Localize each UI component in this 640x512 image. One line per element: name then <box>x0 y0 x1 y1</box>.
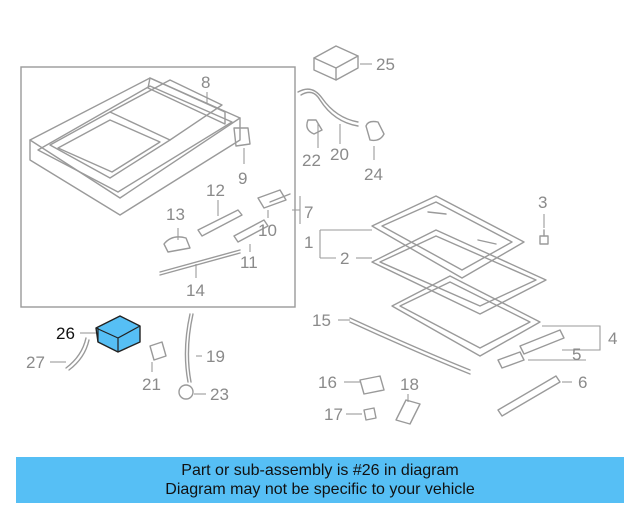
part-label-20[interactable]: 20 <box>330 145 349 164</box>
banner-line-2: Diagram may not be specific to your vehi… <box>165 481 475 498</box>
part-label-25[interactable]: 25 <box>376 55 395 74</box>
bracket-part-11 <box>233 219 269 243</box>
rail-part-15 <box>349 317 471 375</box>
part-label-7[interactable]: 7 <box>304 203 313 222</box>
hose-part-27 <box>65 337 90 371</box>
clip-part-21 <box>149 341 167 361</box>
part-label-5[interactable]: 5 <box>572 345 581 364</box>
info-banner: Part or sub-assembly is #26 in diagram D… <box>16 457 624 503</box>
part-label-17[interactable]: 17 <box>324 405 343 424</box>
seal-part-2 <box>371 229 547 315</box>
part-label-21[interactable]: 21 <box>142 375 161 394</box>
cable-part-20 <box>297 88 359 127</box>
motor-part-24 <box>365 120 385 142</box>
part-label-6[interactable]: 6 <box>578 373 587 392</box>
front-rail-part-8 <box>147 77 226 125</box>
roof-frame-drawing <box>29 77 241 216</box>
part-label-19[interactable]: 19 <box>206 347 225 366</box>
leader-lines <box>50 63 601 415</box>
guide-part-5 <box>497 329 565 369</box>
bracket-part-18 <box>395 399 421 425</box>
bracket-part-10 <box>257 189 291 209</box>
bracket-part-12 <box>197 209 243 237</box>
part-label-4[interactable]: 4 <box>608 329 617 348</box>
part-label-13[interactable]: 13 <box>166 205 185 224</box>
part-label-3[interactable]: 3 <box>538 193 547 212</box>
part-label-2[interactable]: 2 <box>340 249 349 268</box>
part-label-15[interactable]: 15 <box>312 311 331 330</box>
part-label-24[interactable]: 24 <box>364 165 383 184</box>
part-label-14[interactable]: 14 <box>186 281 205 300</box>
part-label-23[interactable]: 23 <box>210 385 229 404</box>
highlighted-part-26 <box>95 315 141 353</box>
bracket-part-9 <box>233 127 251 147</box>
part-label-16[interactable]: 16 <box>318 373 337 392</box>
part-label-27[interactable]: 27 <box>26 353 45 372</box>
part-label-11[interactable]: 11 <box>240 253 258 272</box>
glass-part-1 <box>371 195 525 279</box>
part-label-22[interactable]: 22 <box>302 151 321 170</box>
bolt-part-3 <box>539 229 549 245</box>
part-label-9[interactable]: 9 <box>238 169 247 188</box>
roof-assembly-frame <box>20 66 296 308</box>
part-label-26[interactable]: 26 <box>56 324 75 343</box>
frame-part-large <box>391 275 541 357</box>
part-label-18[interactable]: 18 <box>400 375 419 394</box>
module-part-25 <box>313 45 359 81</box>
bracket-part-16 <box>359 375 385 395</box>
hose-part-19 <box>184 313 194 383</box>
rail-part-6 <box>497 375 561 417</box>
part-label-10[interactable]: 10 <box>258 221 277 240</box>
part-label-12[interactable]: 12 <box>206 181 225 200</box>
clip-part-22 <box>306 119 323 135</box>
grommet-part-23 <box>178 384 194 400</box>
part-label-1[interactable]: 1 <box>304 233 313 252</box>
clip-part-17 <box>363 407 377 421</box>
drain-hose-part-14 <box>159 249 241 276</box>
part-label-8[interactable]: 8 <box>201 73 210 92</box>
clip-part-13 <box>163 236 191 253</box>
banner-line-1: Part or sub-assembly is #26 in diagram <box>181 462 459 479</box>
